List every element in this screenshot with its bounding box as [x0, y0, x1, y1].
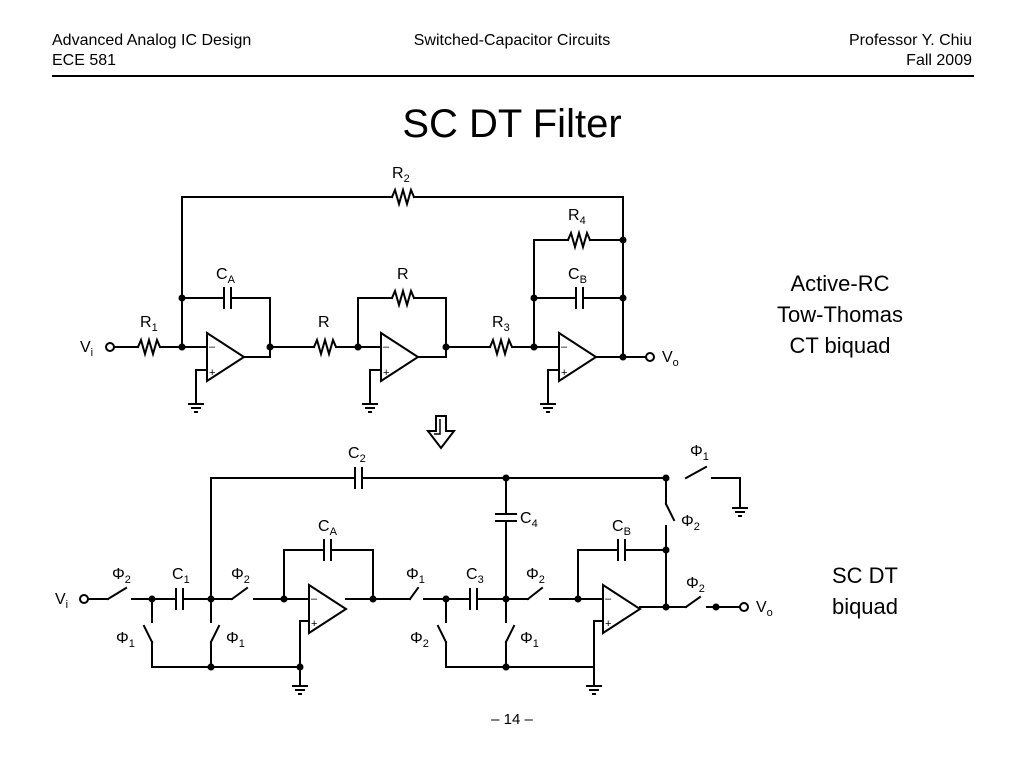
ct-caption-line-1: Active-RC: [790, 271, 890, 296]
label-vo-bottom: Vo: [756, 599, 773, 619]
opamp-dt-1-plus: +: [311, 618, 317, 630]
label-c4: C4: [520, 510, 538, 530]
label-phi2-op1-shunt: Φ2: [410, 630, 429, 650]
dt-junction-dots: [148, 474, 720, 671]
label-c2: C2: [348, 445, 366, 465]
switch-phi2-out: [684, 595, 702, 609]
switch-phi1-input-shunt: [142, 624, 154, 644]
lecture-topic: Switched-Capacitor Circuits: [413, 32, 611, 49]
opamp-1-plus: +: [209, 367, 215, 379]
label-phi1-after-op1: Φ1: [406, 566, 425, 586]
page-number: – 14 –: [491, 711, 533, 728]
switch-phi1-c1-shunt: [209, 624, 221, 644]
ct-junction-dots: [178, 236, 627, 361]
label-phi2-right: Φ2: [681, 513, 700, 533]
instructor-info: Professor Y. Chiu Fall 2009: [849, 31, 972, 71]
course-name: Advanced Analog IC Design: [52, 32, 252, 49]
label-vo-top: Vo: [662, 349, 679, 369]
switch-phi2-input: [106, 586, 128, 601]
ct-biquad-caption: Active-RC Tow-Thomas CT biquad: [740, 268, 940, 361]
label-phi2-after-c1: Φ2: [231, 566, 250, 586]
label-r3: R3: [492, 314, 510, 334]
opamp-3-plus: +: [561, 367, 567, 379]
opamp-3-minus: –: [561, 341, 568, 353]
resistor-r-fb: [390, 287, 416, 309]
opamp-dt-2: [602, 583, 642, 635]
label-r-fb: R: [397, 266, 409, 283]
label-cb: CB: [568, 266, 587, 286]
label-r-mid: R: [318, 314, 330, 331]
label-phi1-c1-shunt: Φ1: [226, 630, 245, 650]
header-divider: [52, 75, 974, 77]
label-vi-bottom: Vi: [55, 591, 68, 611]
label-cb-dt: CB: [612, 518, 631, 538]
switch-phi1-c3-shunt: [504, 624, 516, 644]
label-vi-top: Vi: [80, 339, 93, 359]
ct-caption-line-2: Tow-Thomas: [777, 302, 903, 327]
opamp-3: [558, 331, 598, 383]
label-r2: R2: [392, 165, 410, 185]
input-terminal: [105, 342, 115, 352]
label-phi1-in-shunt: Φ1: [116, 630, 135, 650]
opamp-dt-1: [308, 583, 348, 635]
ct-ground-symbols: [187, 395, 557, 413]
dt-biquad-caption: SC DT biquad: [790, 560, 940, 622]
opamp-dt-1-minus: –: [311, 593, 318, 605]
dt-caption-line-1: SC DT: [832, 563, 898, 588]
output-terminal: [645, 352, 655, 362]
resistor-r4: [566, 229, 592, 251]
opamp-2-minus: –: [383, 341, 390, 353]
dt-caption-line-2: biquad: [831, 594, 899, 619]
opamp-dt-2-minus: –: [605, 593, 612, 605]
switch-phi2-right: [664, 502, 676, 522]
course-title: Advanced Analog IC Design ECE 581: [52, 31, 251, 71]
dt-ground-symbols: [291, 499, 749, 695]
opamp-1-minus: –: [209, 341, 216, 353]
label-r4: R4: [568, 207, 586, 227]
label-phi1-c3-shunt: Φ1: [520, 630, 539, 650]
ct-caption-line-3: CT biquad: [789, 333, 891, 358]
label-ca: CA: [216, 266, 236, 286]
label-c3: C3: [466, 566, 484, 586]
label-c1: C1: [172, 566, 190, 586]
opamp-1: [206, 331, 246, 383]
opamp-dt-2-plus: +: [605, 618, 611, 630]
switch-phi2-after-c1: [230, 586, 249, 601]
switch-phi1-top: [684, 465, 708, 480]
switch-phi1-after-op1: [408, 586, 420, 601]
label-phi1-top: Φ1: [690, 443, 709, 463]
label-phi2-in: Φ2: [112, 566, 131, 586]
course-number: ECE 581: [52, 52, 117, 69]
opamp-2: [380, 331, 420, 383]
label-r1: R1: [140, 314, 158, 334]
opamp-2-plus: +: [383, 367, 389, 379]
label-phi2-out: Φ2: [686, 575, 705, 595]
instructor-name: Professor Y. Chiu: [848, 32, 972, 49]
resistor-r-mid: [312, 336, 338, 358]
ct-biquad-schematic: [105, 186, 655, 397]
label-phi2-after-c3: Φ2: [526, 566, 545, 586]
label-ca-dt: CA: [318, 518, 338, 538]
resistor-r3: [488, 336, 514, 358]
resistor-r2: [390, 186, 416, 208]
switch-phi2-op1-shunt: [436, 624, 448, 644]
dt-biquad-schematic: [79, 465, 749, 679]
switch-phi2-after-c3: [526, 586, 544, 601]
term: Fall 2009: [906, 52, 972, 69]
resistor-r1: [136, 336, 162, 358]
slide-title: SC DT Filter: [402, 102, 622, 146]
down-arrow-icon: [425, 415, 457, 450]
